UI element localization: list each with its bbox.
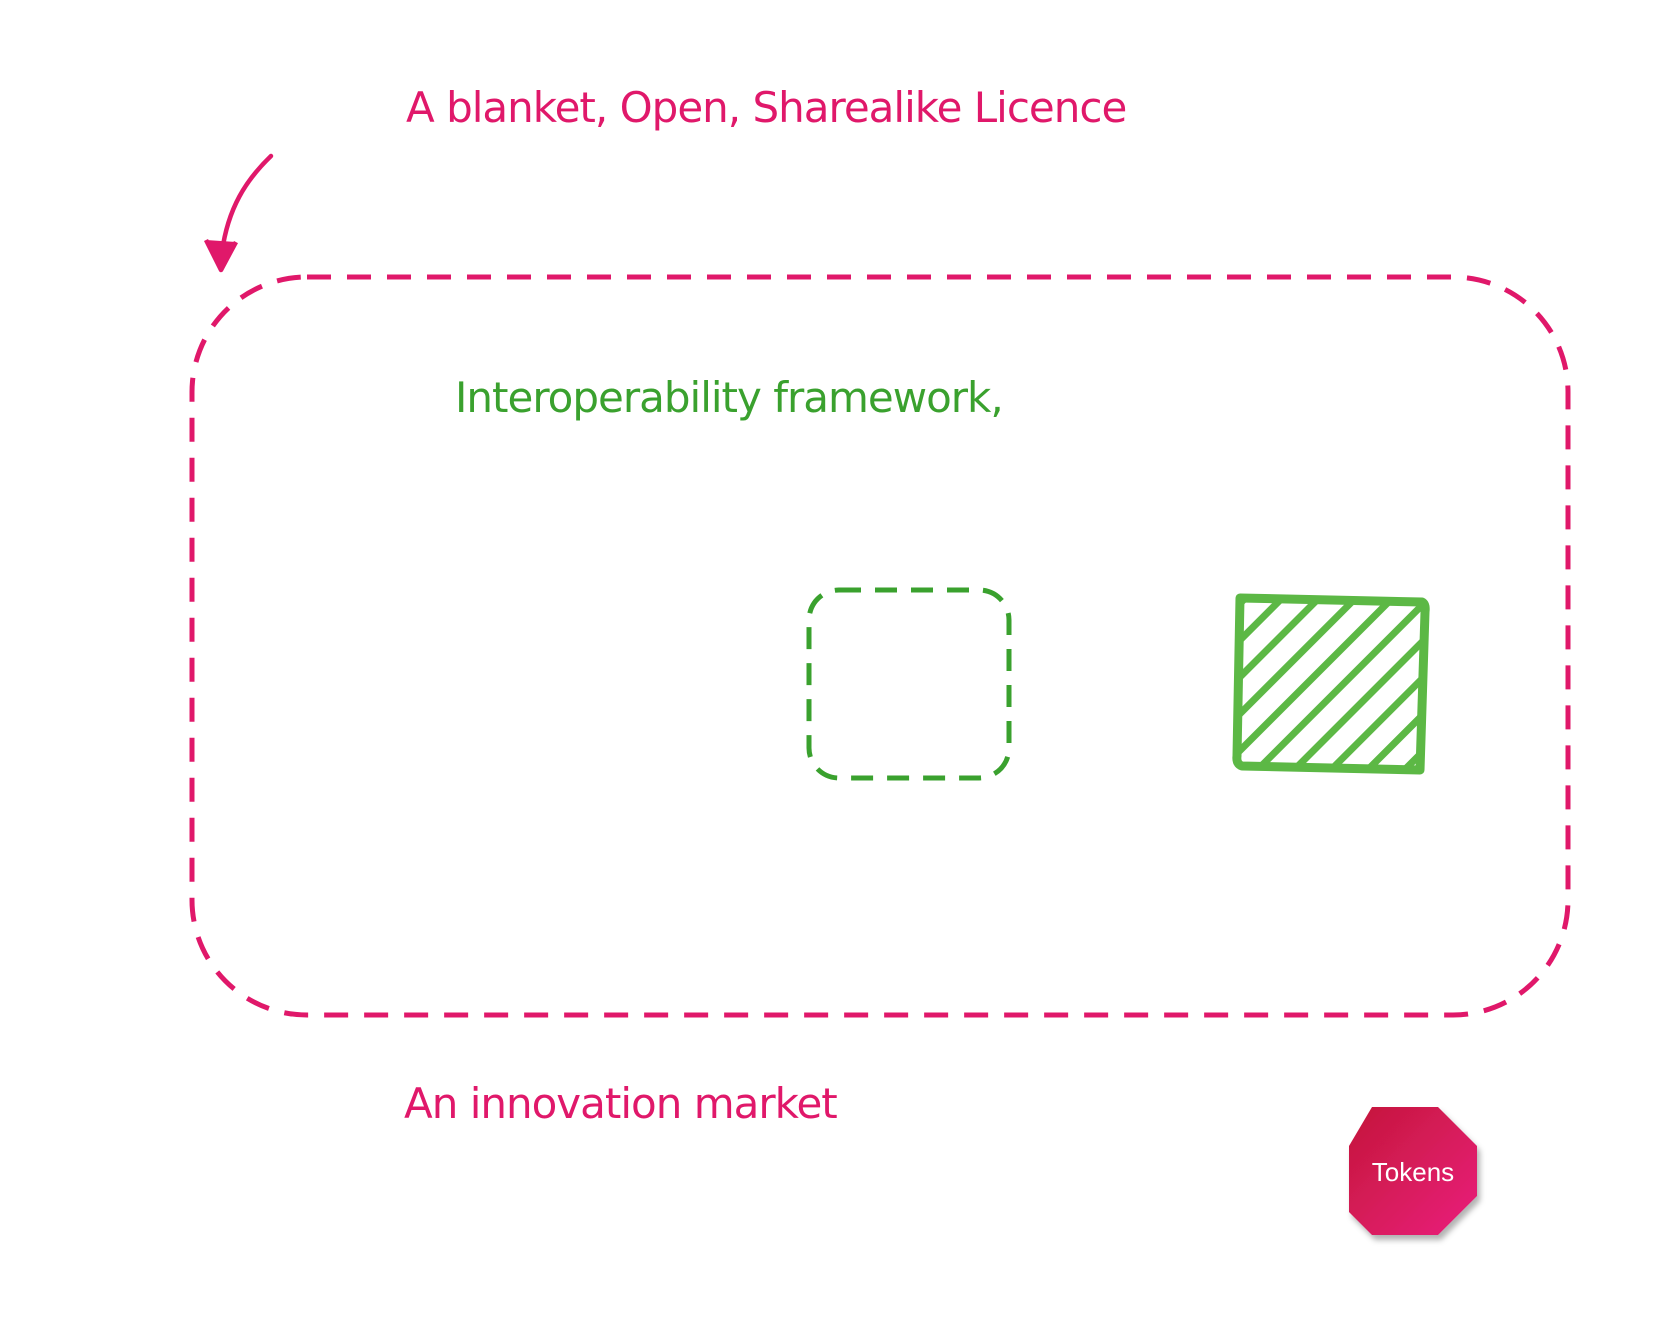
licence-label: A blanket, Open, Sharealike Licence: [406, 83, 1126, 132]
licence-boundary: [189, 274, 1571, 1018]
curved-arrow-icon: [203, 153, 274, 273]
octagon-token-icon: [1349, 1107, 1477, 1235]
framework-label: Interoperability framework,: [455, 373, 1003, 422]
token-label: Tokens: [1372, 1157, 1454, 1187]
framework-component-box: [1232, 593, 1430, 775]
market-label: An innovation market: [404, 1079, 837, 1128]
framework-placeholder-box: [806, 587, 1012, 781]
